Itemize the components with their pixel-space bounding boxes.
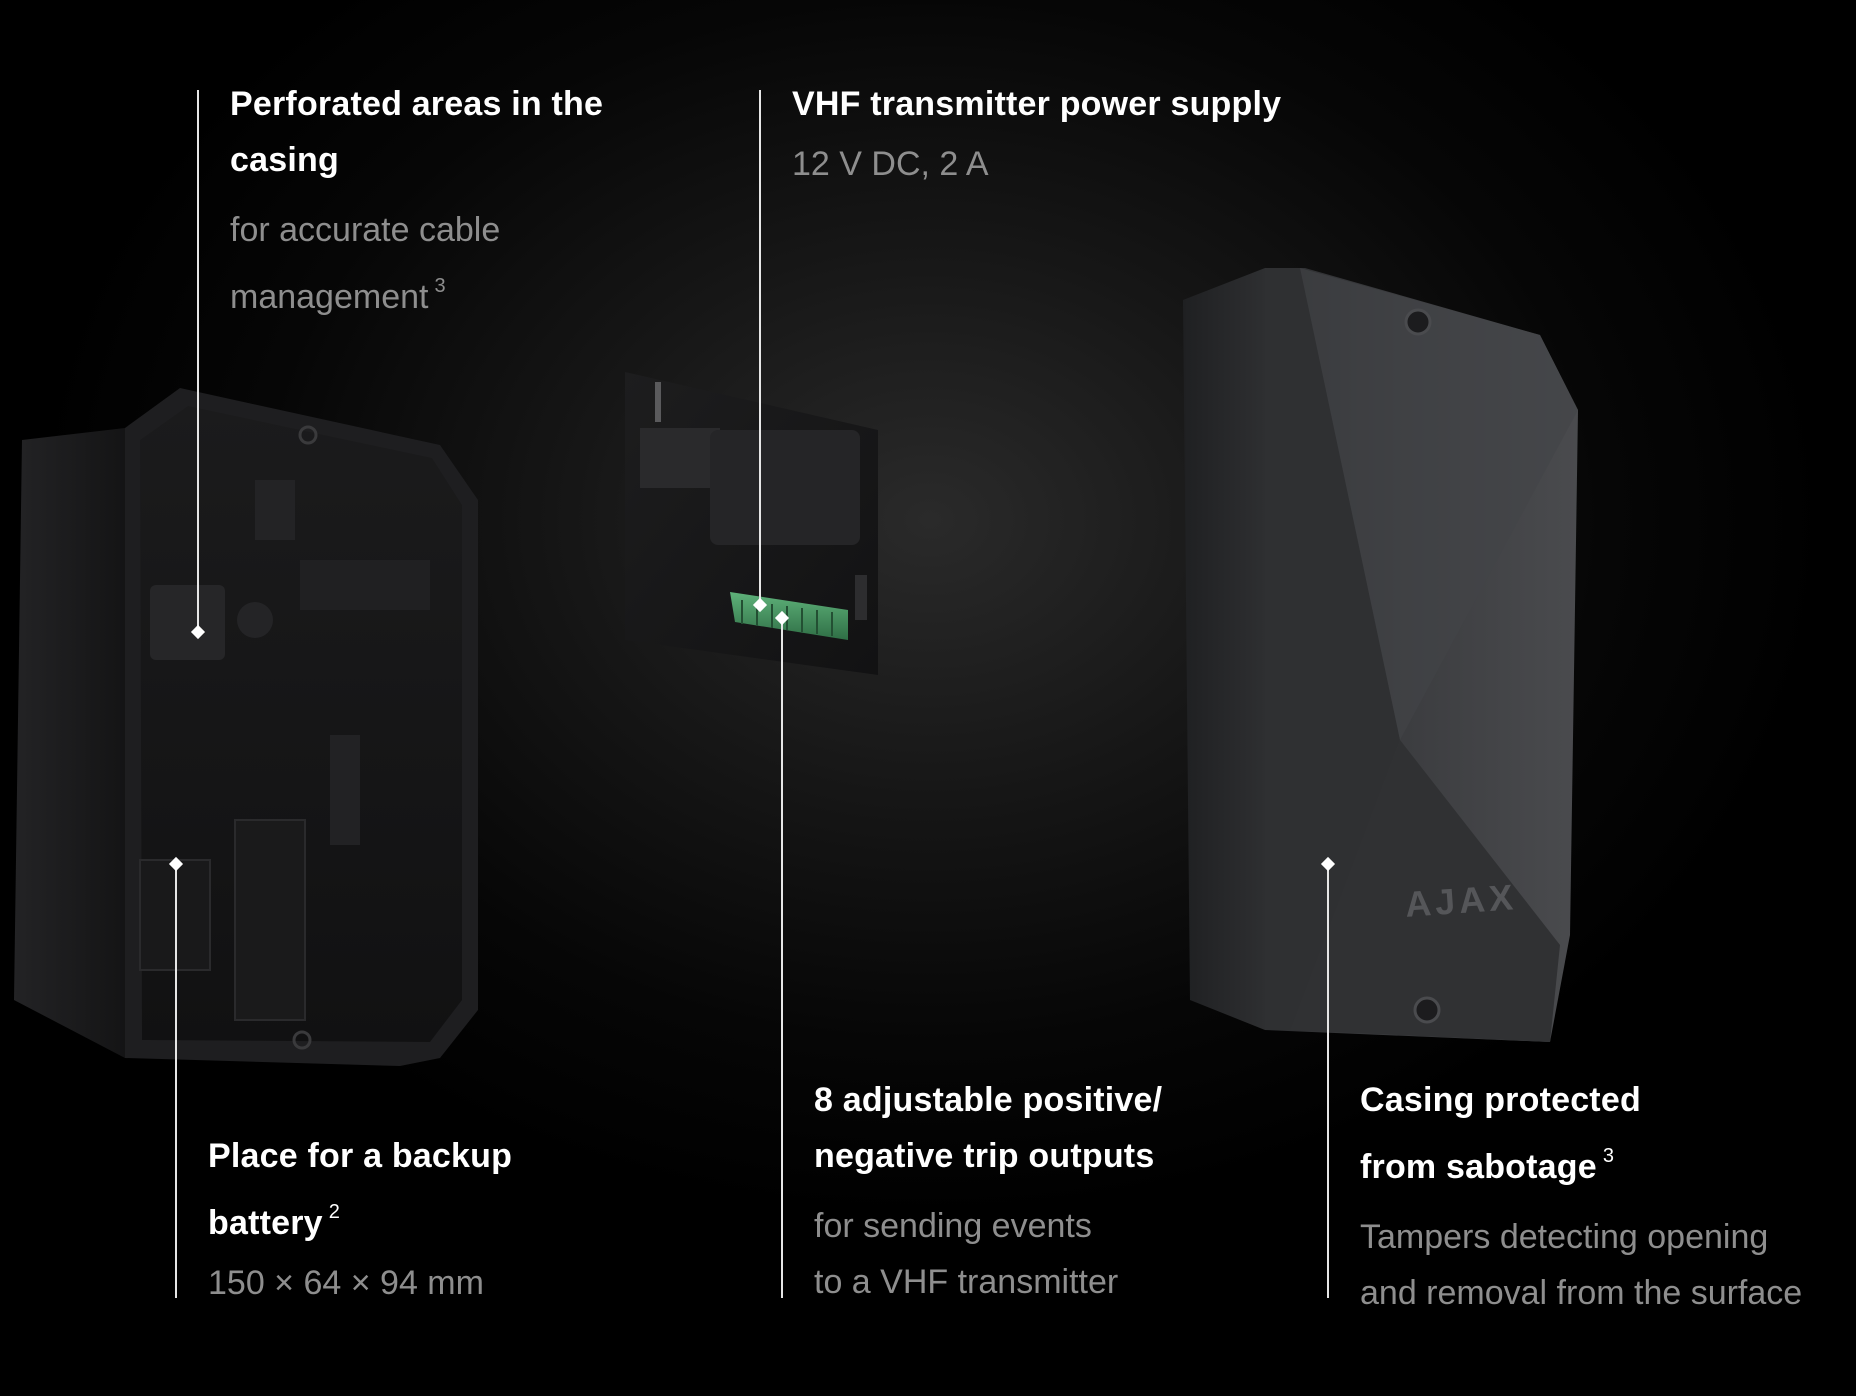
ajax-logo: AJAX: [1403, 876, 1519, 925]
footnote-marker: 2: [328, 1201, 341, 1223]
callout-trip-outputs: 8 adjustable positive/ negative trip out…: [814, 1072, 1214, 1310]
leader-line-power: [759, 90, 761, 604]
callout-power-supply: VHF transmitter power supply 12 V DC, 2 …: [792, 76, 1352, 192]
open-base-casing: [14, 388, 478, 1066]
callout-title: VHF transmitter power supply: [792, 85, 1282, 123]
leader-line-perforated: [197, 90, 199, 632]
callout-description: for sending events to a VHF transmitter: [814, 1207, 1119, 1301]
leader-line-sabotage: [1327, 864, 1329, 1298]
callout-description: 150 × 64 × 94 mm: [208, 1264, 484, 1302]
leader-line-outputs: [781, 618, 783, 1298]
closed-lid-casing: [1183, 268, 1578, 1042]
callout-perforated-areas: Perforated areas in the casing for accur…: [230, 76, 650, 325]
footnote-marker: 3: [434, 275, 446, 297]
electronics-board: [625, 372, 878, 675]
leader-line-battery: [175, 864, 177, 1298]
callout-description: Tampers detecting opening and removal fr…: [1360, 1218, 1803, 1312]
callout-title: Perforated areas in the casing: [230, 85, 604, 179]
callout-title: 8 adjustable positive/ negative trip out…: [814, 1081, 1163, 1175]
footnote-marker: 3: [1602, 1145, 1615, 1167]
callout-description: 12 V DC, 2 A: [792, 145, 989, 183]
